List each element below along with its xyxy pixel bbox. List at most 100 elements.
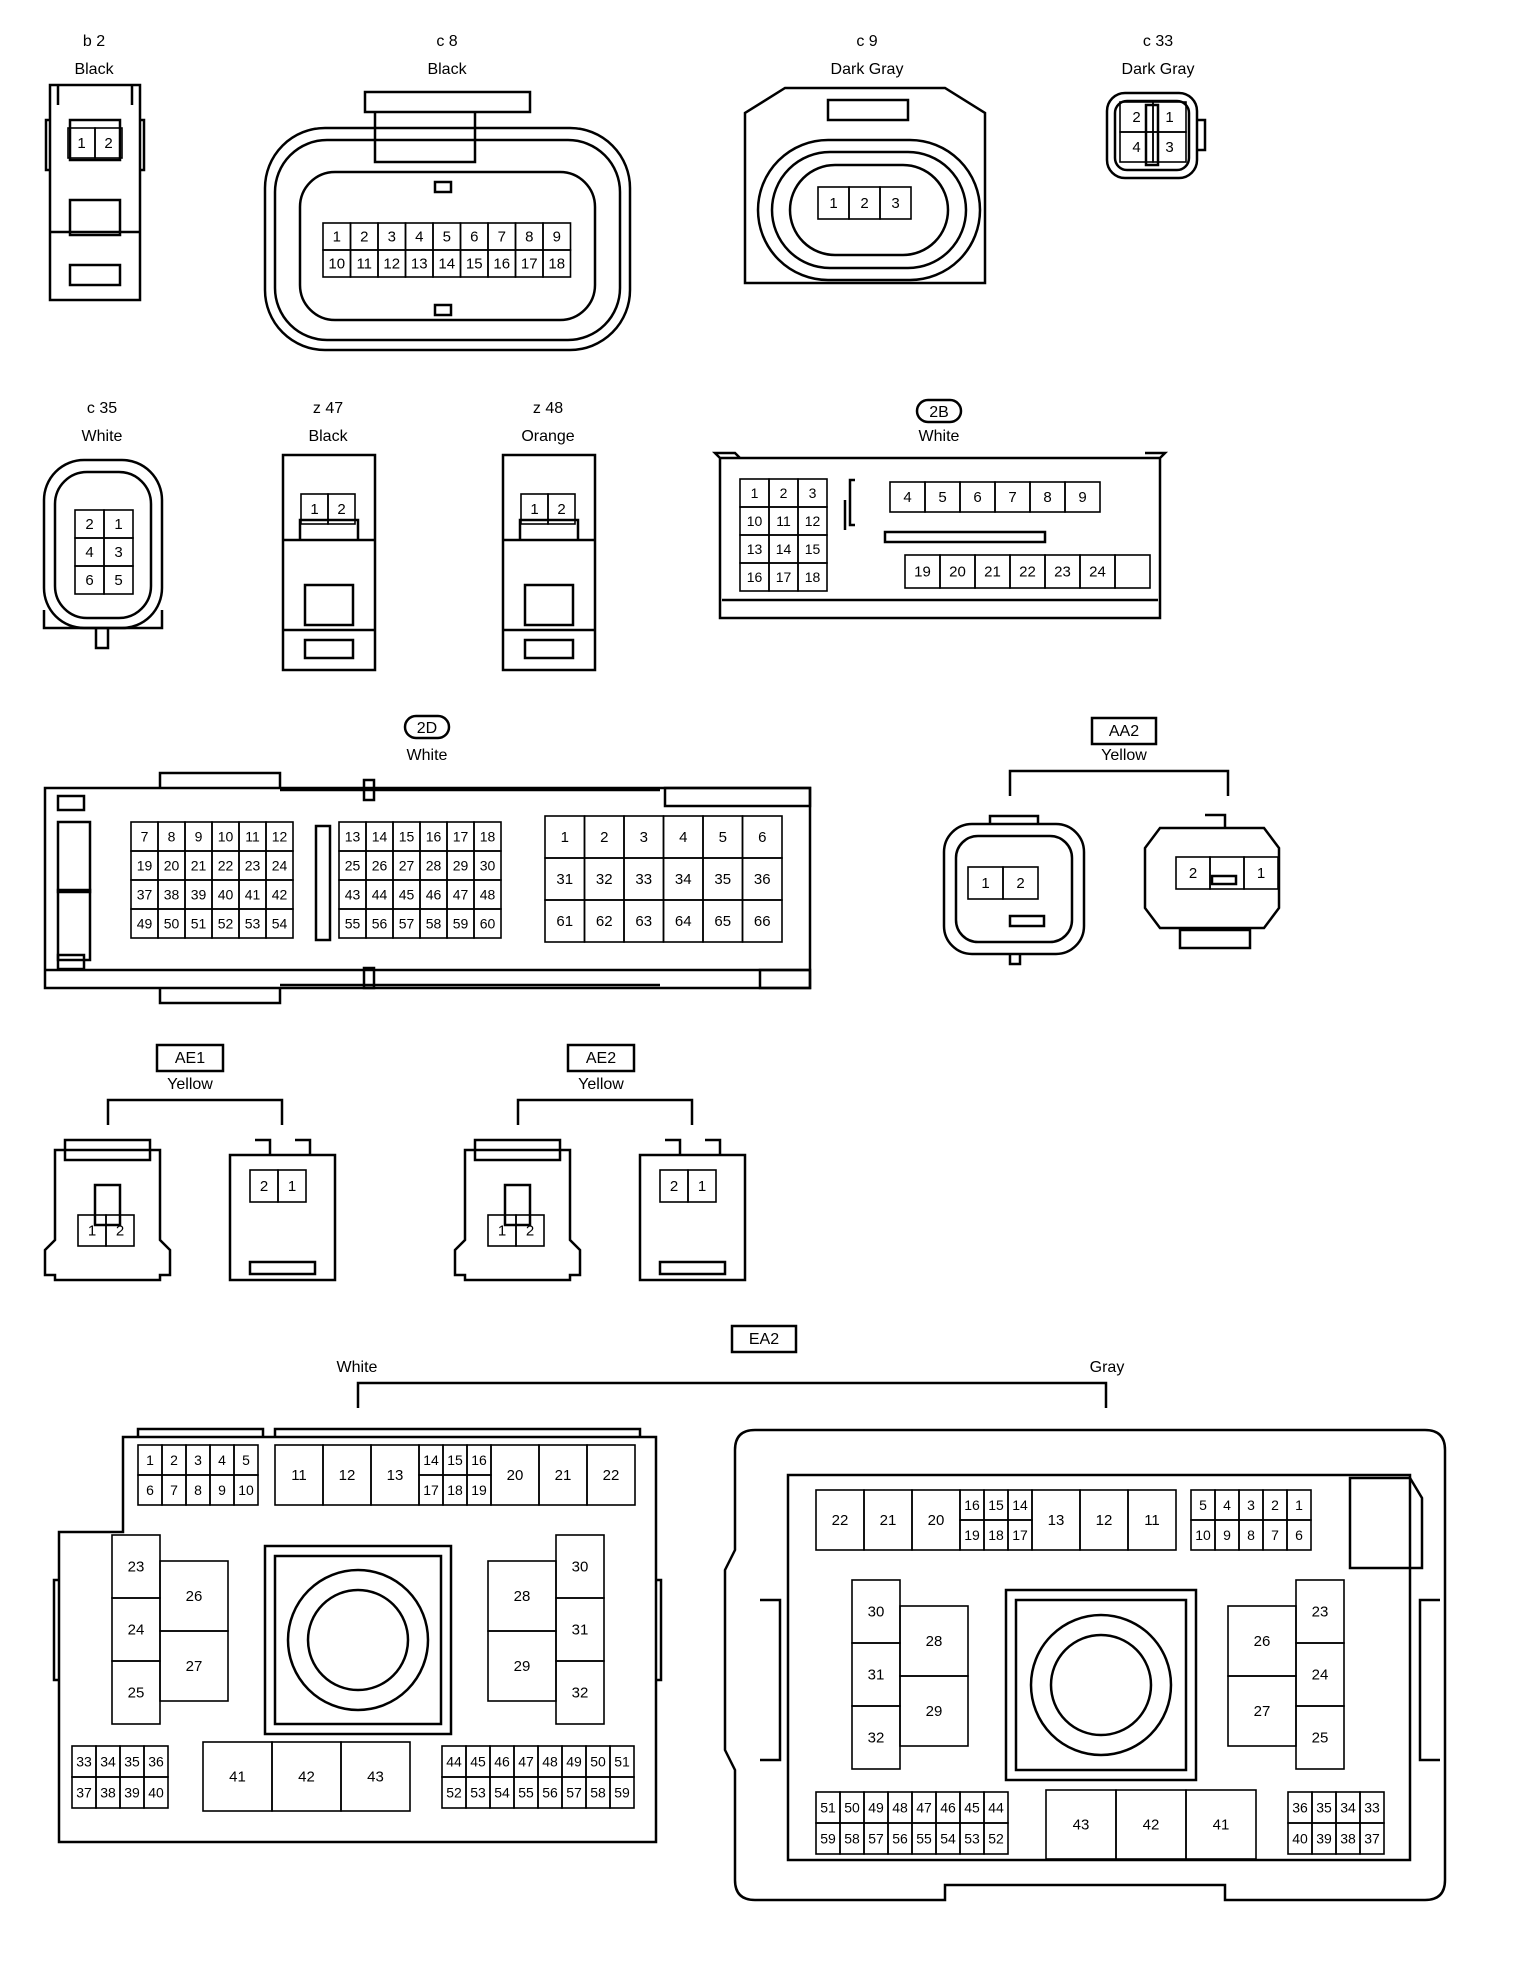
connector-c9: c 9 Dark Gray: [743, 33, 987, 285]
pin-number: 4: [415, 229, 423, 246]
connector-color-left: White: [337, 1359, 378, 1376]
pin-number: 2: [104, 135, 112, 152]
pin-number: 63: [635, 913, 652, 930]
pin-number: 57: [566, 1785, 582, 1801]
connector-id: AA2: [1109, 723, 1139, 740]
connector-color: White: [407, 747, 448, 764]
pin-number: 25: [345, 858, 361, 874]
pin-cell: [1185, 1789, 1257, 1860]
pin-number: 20: [949, 564, 966, 581]
pin-number: 5: [719, 829, 727, 846]
pin-number: 50: [590, 1754, 606, 1770]
pin-number: 45: [470, 1754, 486, 1770]
pin-number: 7: [498, 229, 506, 246]
pin-cell: [159, 1630, 229, 1702]
pin-number: 43: [367, 1769, 384, 1786]
pin-number: 3: [809, 485, 817, 501]
pin-number: 1: [981, 875, 989, 892]
pin-cell: [586, 1444, 636, 1506]
pin-number: 5: [938, 489, 946, 506]
pin-number: 2: [360, 229, 368, 246]
pin-number: 1: [146, 1452, 154, 1468]
pin-number: 22: [603, 1467, 620, 1484]
pin-number: 13: [1048, 1512, 1065, 1529]
connector-c8: c 8 Black: [263, 33, 632, 352]
pin-cell: [265, 908, 294, 939]
pin-number: 41: [245, 887, 261, 903]
pin-number: 1: [288, 1178, 296, 1195]
pin-number: 45: [964, 1800, 980, 1816]
pin-number: 48: [892, 1800, 908, 1816]
connector-id: z 47: [313, 400, 343, 417]
pin-cell: [1286, 1519, 1312, 1551]
pin-number: 21: [984, 564, 1001, 581]
pin-number: 35: [1316, 1800, 1332, 1816]
pin-number: 2: [557, 501, 565, 518]
pin-number: 2: [1016, 875, 1024, 892]
pin-number: 49: [868, 1800, 884, 1816]
pin-number: 51: [614, 1754, 630, 1770]
pin-cell: [487, 1630, 557, 1702]
pin-number: 28: [926, 1633, 943, 1650]
pin-number: 42: [298, 1769, 315, 1786]
pin-number: 53: [470, 1785, 486, 1801]
connector-AA2: AA2 Yellow: [942, 716, 1281, 966]
pin-cell: [983, 1822, 1009, 1855]
pin-number: 29: [926, 1703, 943, 1720]
pin-number: 2: [1271, 1497, 1279, 1513]
pin-number: 2: [1189, 865, 1197, 882]
pin-number: 20: [928, 1512, 945, 1529]
pin-number: 45: [399, 887, 415, 903]
connector-c35: c 35 White: [42, 400, 164, 650]
pin-number: 14: [1012, 1497, 1028, 1513]
pin-number: 34: [100, 1754, 116, 1770]
pin-number: 4: [903, 489, 911, 506]
pin-number: 62: [596, 913, 613, 930]
pin-number: 34: [675, 871, 692, 888]
connector-color: Yellow: [578, 1076, 624, 1093]
connector-color: Yellow: [167, 1076, 213, 1093]
pin-number: 1: [751, 485, 759, 501]
pin-number: 38: [164, 887, 180, 903]
pin-number: 29: [453, 858, 469, 874]
pin-number: 33: [635, 871, 652, 888]
pin-number: 48: [542, 1754, 558, 1770]
pin-cell: [1002, 866, 1039, 900]
pin-number: 49: [137, 916, 153, 932]
pin-number: 16: [964, 1497, 980, 1513]
pin-number: 22: [1019, 564, 1036, 581]
pin-number: 48: [480, 887, 496, 903]
pin-number: 27: [1254, 1703, 1271, 1720]
pin-number: 2: [85, 516, 93, 533]
pin-number: 33: [1364, 1800, 1380, 1816]
connector-id: AE2: [586, 1050, 616, 1067]
pin-number: 10: [1195, 1527, 1211, 1543]
pin-number: 12: [272, 829, 288, 845]
pin-number: 19: [471, 1482, 487, 1498]
pin-number: 14: [372, 829, 388, 845]
pin-number: 15: [447, 1452, 463, 1468]
pin-number: 15: [988, 1497, 1004, 1513]
pin-number: 25: [128, 1685, 145, 1702]
pin-number: 8: [1043, 489, 1051, 506]
pin-cell: [94, 127, 123, 159]
pin-number: 10: [238, 1482, 254, 1498]
pin-number: 33: [76, 1754, 92, 1770]
pin-number: 21: [555, 1467, 572, 1484]
pin-cell: [609, 1776, 635, 1809]
pin-number: 27: [186, 1658, 203, 1675]
pin-number: 23: [128, 1559, 145, 1576]
pin-number: 52: [446, 1785, 462, 1801]
pin-number: 11: [776, 513, 791, 529]
pin-number: 35: [124, 1754, 140, 1770]
pin-number: 49: [566, 1754, 582, 1770]
pin-number: 16: [426, 829, 442, 845]
pin-number: 5: [443, 229, 451, 246]
pin-cell: [1243, 856, 1279, 890]
pin-number: 17: [453, 829, 469, 845]
pin-number: 31: [556, 871, 573, 888]
connector-color-right: Gray: [1090, 1359, 1125, 1376]
pin-number: 8: [1247, 1527, 1255, 1543]
pin-number: 31: [572, 1622, 589, 1639]
pin-number: 1: [114, 516, 122, 533]
